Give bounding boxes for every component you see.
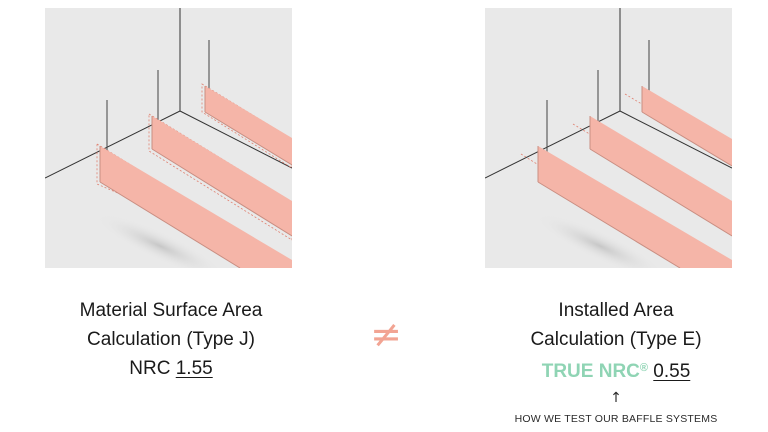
nrc-value-type-e: 0.55 bbox=[653, 361, 691, 382]
type-j-caption: Material Surface Area Calculation (Type … bbox=[45, 296, 297, 383]
type-e-nrc: TRUE NRC® 0.55 bbox=[485, 354, 747, 386]
type-e-line1: Installed Area bbox=[558, 300, 674, 321]
nrc-value-type-j: 1.55 bbox=[175, 358, 213, 379]
nrc-label: NRC bbox=[129, 358, 171, 379]
type-e-caption: Installed Area Calculation (Type E) TRUE… bbox=[485, 296, 747, 386]
baffle-back bbox=[201, 83, 292, 169]
type-j-line1: Material Surface Area bbox=[79, 300, 263, 321]
arrow-up-icon: ↑ bbox=[610, 390, 622, 406]
baffle-testing-link[interactable]: HOW WE TEST OUR BAFFLE SYSTEMS bbox=[514, 413, 718, 425]
baffle-front bbox=[96, 143, 292, 268]
true-nrc-text: TRUE NRC bbox=[541, 361, 640, 382]
registered-mark: ® bbox=[639, 362, 648, 374]
not-equal-icon: ≠ bbox=[370, 312, 402, 356]
type-j-illustration bbox=[45, 8, 292, 268]
type-j-nrc: NRC 1.55 bbox=[45, 354, 297, 383]
baffle-middle bbox=[589, 116, 732, 237]
type-e-illustration bbox=[485, 8, 732, 268]
baffle-front bbox=[537, 146, 732, 268]
type-e-line2: Calculation (Type E) bbox=[530, 329, 702, 350]
baffle-back bbox=[641, 86, 732, 167]
type-j-line2: Calculation (Type J) bbox=[87, 329, 255, 350]
true-nrc-label: TRUE NRC® bbox=[542, 361, 648, 382]
baffle-middle bbox=[148, 113, 292, 241]
